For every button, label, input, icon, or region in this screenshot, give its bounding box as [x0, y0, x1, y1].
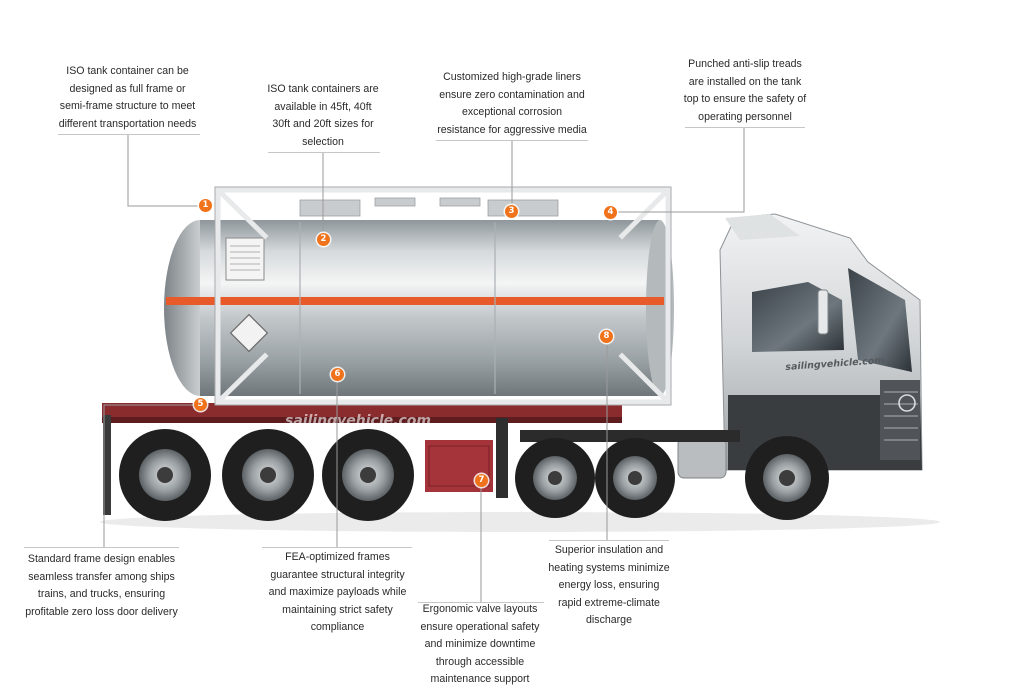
trailer-chassis-shadow [102, 417, 622, 423]
placard-lines [230, 245, 260, 271]
callout-1-text: ISO tank container can be designed as fu… [58, 65, 197, 130]
callout-2-underline [268, 152, 380, 153]
callout-8-underline [549, 540, 669, 541]
callout-6-underline [262, 547, 412, 548]
callout-4-underline [685, 127, 805, 128]
callout-8-text: Superior insulation and heating systems … [548, 544, 670, 626]
badge-5: 5 [194, 398, 207, 411]
callout-7-text: Ergonomic valve layouts ensure operation… [420, 603, 540, 685]
iso-frame-outline [214, 186, 672, 406]
tank-shell [200, 220, 660, 396]
mudguard [103, 415, 111, 515]
badge-3: 3 [505, 205, 518, 218]
tractor-chassis [520, 430, 740, 442]
callout-3-underline [436, 140, 588, 141]
valve-cabinet-panel [428, 445, 490, 487]
callout-4-text: Punched anti-slip treads are installed o… [683, 58, 807, 123]
tank-stripe [166, 297, 664, 305]
cab-logo [898, 394, 916, 412]
trailer-wheels [119, 429, 414, 521]
trailer-chassis [102, 403, 622, 417]
placard-panel [225, 237, 265, 281]
anti-slip-treads [299, 197, 559, 217]
callout-5-text: Standard frame design enables seamless t… [25, 553, 178, 618]
badge-1: 1 [199, 199, 212, 212]
callout-3-text: Customized high-grade liners ensure zero… [437, 71, 587, 136]
badge-6: 6 [331, 368, 344, 381]
badge-2: 2 [317, 233, 330, 246]
callout-7-underline [418, 602, 544, 603]
cab-mirror [817, 289, 829, 335]
landing-gear [496, 418, 508, 498]
hazard-diamond [229, 313, 269, 353]
badge-7: 7 [475, 474, 488, 487]
badge-4: 4 [604, 206, 617, 219]
grille-slats [884, 391, 918, 441]
callout-6-text: FEA-optimized frames guarantee structura… [268, 551, 407, 633]
iso-frame [214, 186, 672, 406]
trailer-watermark: sailingvehicle.com [285, 413, 431, 429]
cab-roof-spoiler [725, 214, 800, 240]
leader-lines [103, 127, 745, 602]
tractor-wheels [515, 436, 829, 520]
cab-grille [880, 380, 920, 460]
cab-windshield [848, 268, 912, 372]
callout-5-underline [24, 547, 179, 548]
fuel-tank [677, 437, 727, 479]
callout-2-text: ISO tank containers are available in 45f… [267, 83, 379, 148]
badge-8: 8 [600, 330, 613, 343]
ground-shadow [100, 512, 940, 532]
callout-1-underline [58, 134, 200, 135]
